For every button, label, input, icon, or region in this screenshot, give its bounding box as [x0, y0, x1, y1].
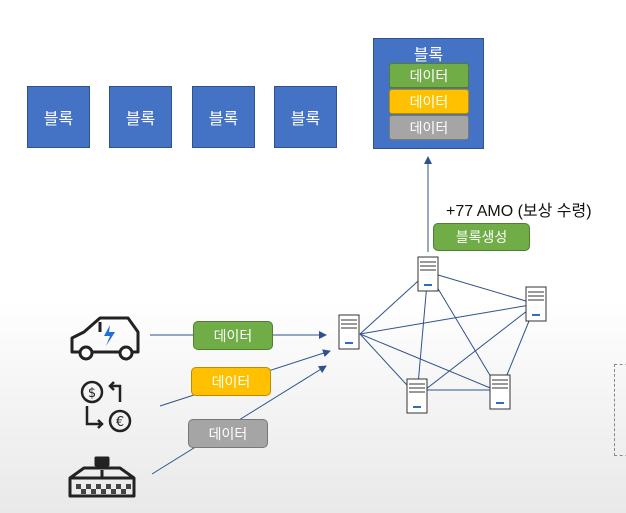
data-label-exchange: 데이터: [191, 367, 271, 396]
data-label-car: 데이터: [193, 321, 273, 350]
chain-block: 블록: [192, 86, 255, 148]
edge: [427, 271, 537, 305]
taxi-icon: [68, 456, 136, 498]
server-icon: [338, 314, 360, 350]
data-label-taxi: 데이터: [188, 419, 268, 448]
svg-text:$: $: [88, 386, 96, 401]
new-block-title: 블록: [413, 45, 444, 64]
chain-block: 블록: [27, 86, 90, 148]
block-data-item: 데이터: [389, 115, 469, 140]
server-icon: [417, 256, 439, 292]
edge: [416, 303, 537, 397]
partial-frame: [614, 364, 626, 456]
svg-text:€: €: [116, 415, 124, 430]
server-icon: [489, 374, 511, 410]
server-icon: [525, 286, 547, 322]
edge: [359, 271, 429, 335]
block-data-item: 데이터: [389, 63, 469, 88]
block-creation-label: 블록생성: [433, 223, 530, 251]
edge: [416, 271, 429, 397]
electric-car-icon: [70, 316, 140, 361]
edge: [427, 271, 501, 393]
edge: [359, 303, 537, 335]
chain-block: 블록: [109, 86, 172, 148]
server-icon: [406, 378, 428, 414]
currency-exchange-icon: $ €: [80, 380, 132, 433]
chain-block: 블록: [274, 86, 337, 148]
block-data-item: 데이터: [389, 89, 469, 114]
new-block: 블록 데이터 데이터 데이터: [373, 38, 484, 149]
reward-text: +77 AMO (보상 수령): [446, 203, 592, 220]
edge: [359, 333, 501, 393]
